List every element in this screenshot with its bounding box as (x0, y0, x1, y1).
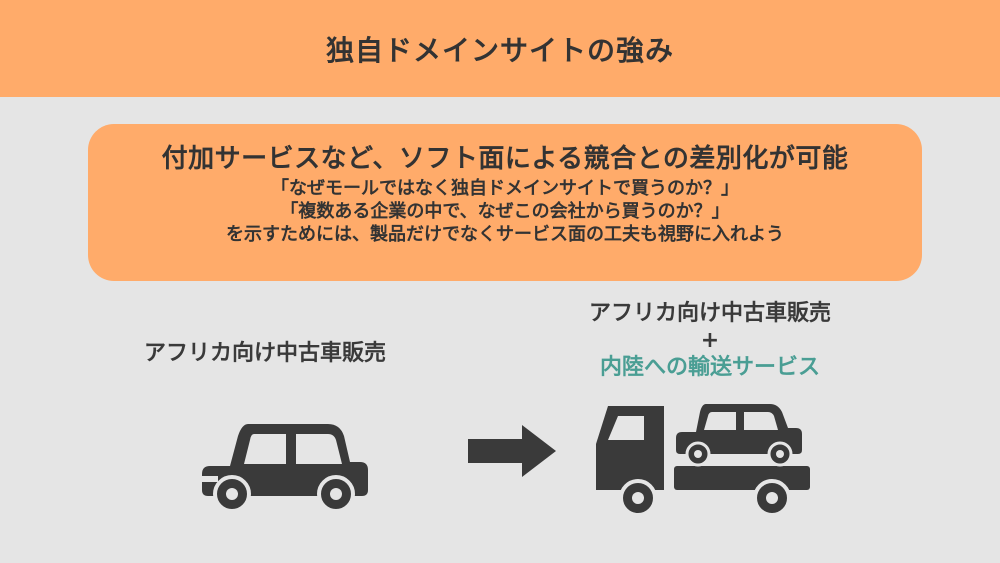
right-label: アフリカ向け中古車販売 (588, 301, 831, 326)
callout-headline: 付加サービスなど、ソフト面による競合との差別化が可能 (161, 144, 849, 174)
left-label: アフリカ向け中古車販売 (143, 341, 386, 366)
callout-line-2: 「複数ある企業の中で、なぜこの会社から買うのか？」 (280, 201, 730, 222)
page-title: 独自ドメインサイトの強み (325, 33, 674, 67)
tow-truck-icon (596, 404, 810, 517)
header-bar: 独自ドメインサイトの強み (0, 0, 1000, 97)
right-label-group: アフリカ向け中古車販売 + 内陸への輸送サービス (540, 300, 880, 381)
callout-line-3: を示すためには、製品だけでなくサービス面の工夫も視野に入れよう (226, 224, 784, 245)
arrow-right-icon (468, 425, 556, 477)
car-icon (202, 424, 368, 512)
service-label: 内陸への輸送サービス (599, 355, 820, 380)
summary-callout: 付加サービスなど、ソフト面による競合との差別化が可能 「なぜモールではなく独自ド… (88, 124, 922, 281)
callout-line-1: 「なぜモールではなく独自ドメインサイトで買うのか？」 (271, 178, 739, 199)
plus-sign: + (700, 328, 720, 353)
